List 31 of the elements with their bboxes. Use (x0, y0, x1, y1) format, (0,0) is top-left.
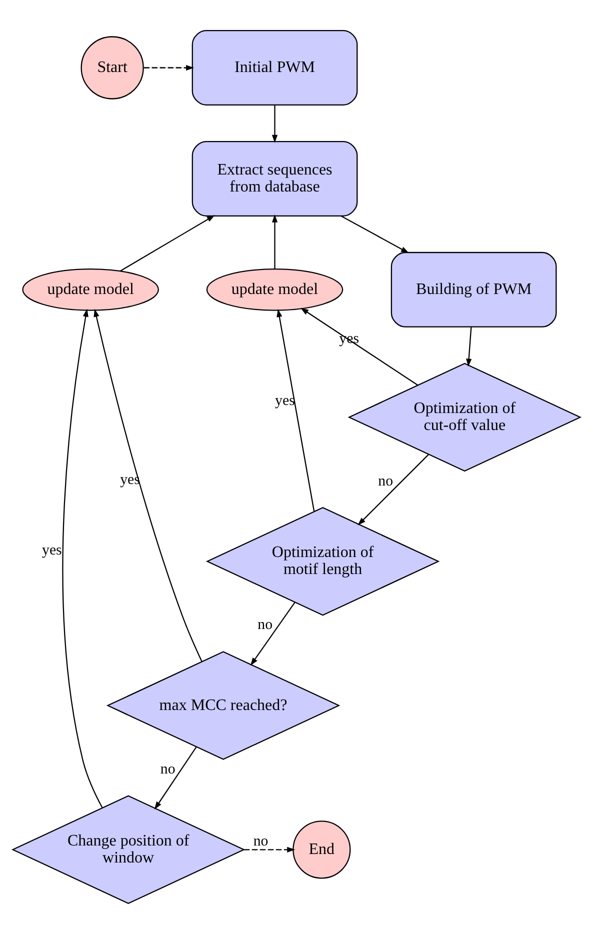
arrow (244, 846, 296, 852)
edge-label: no (378, 473, 393, 490)
node-box: Initial PWM (192, 30, 358, 106)
arrow (466, 327, 472, 367)
node-ellipse: update model (22, 268, 159, 311)
arrow (272, 105, 278, 143)
arrow (154, 746, 197, 810)
arrow (250, 602, 296, 666)
node-circle: Start (80, 36, 144, 100)
arrow (62, 308, 103, 808)
arrow (94, 308, 202, 662)
arrow (358, 454, 429, 526)
node-ellipse: update model (206, 268, 344, 311)
node-diamond: Optimization of cut-off value (348, 362, 582, 472)
node-diamond: max MCC reached? (106, 651, 340, 760)
arrow (340, 216, 410, 254)
node-diamond: Change position of window (11, 795, 246, 904)
node-circle: End (292, 820, 351, 879)
arrow (300, 308, 418, 386)
node-diamond: Optimization of motif length (206, 506, 440, 616)
node-box: Building of PWM (390, 252, 557, 328)
node-box: Extract sequences from database (192, 140, 358, 216)
edge-label: yes (275, 392, 295, 409)
edge-label: no (253, 834, 268, 850)
edge-label: yes (42, 542, 62, 559)
arrow (144, 64, 194, 71)
edge-label: no (258, 617, 273, 634)
arrow (276, 308, 315, 512)
arrow (120, 215, 215, 272)
arrow (272, 214, 278, 269)
edge-label: no (160, 761, 176, 778)
